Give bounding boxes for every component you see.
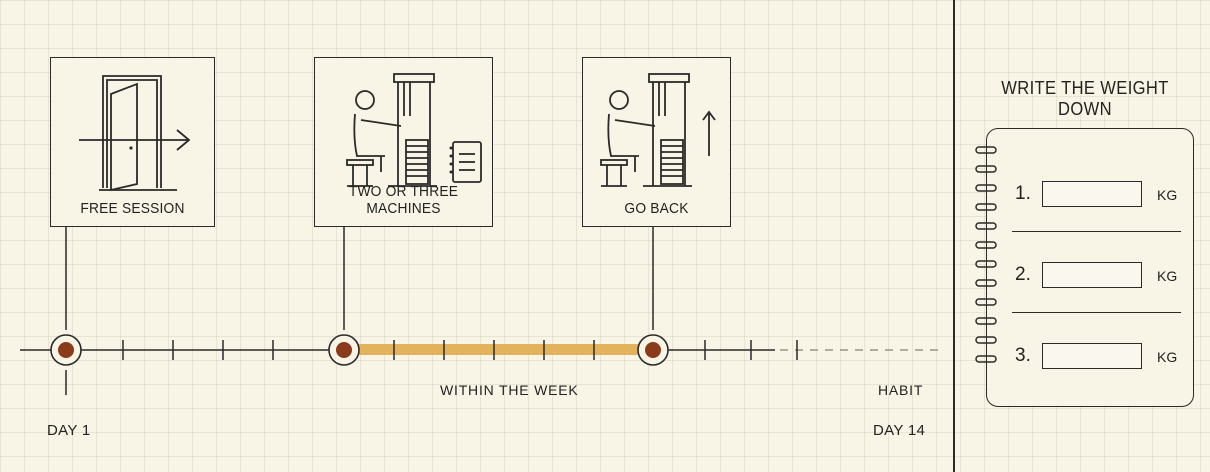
entry-divider	[1012, 312, 1181, 314]
weight-entry-field-2[interactable]	[1042, 262, 1142, 288]
step-card-free-session: FREE SESSION	[50, 57, 215, 227]
step-card-two-or-three-machines: TWO OR THREE MACHINES	[314, 57, 493, 227]
marker-step-3	[637, 334, 669, 366]
gym-machine-weight-up-icon	[600, 73, 716, 187]
week-highlight-bar	[344, 344, 653, 355]
timeline	[20, 227, 945, 395]
entry-unit: KG	[1157, 349, 1178, 365]
door-enter-icon	[79, 75, 191, 192]
marker-day-1	[50, 334, 82, 366]
timeline-ticks	[122, 340, 798, 360]
step-card-go-back: GO BACK	[582, 57, 731, 227]
step-label: FREE SESSION	[80, 200, 185, 217]
week-segment-label: WITHIN THE WEEK	[440, 382, 579, 398]
marker-step-2	[328, 334, 360, 366]
entry-number: 2.	[1015, 264, 1031, 285]
entry-unit: KG	[1157, 187, 1178, 203]
weight-entry-field-3[interactable]	[1042, 343, 1142, 369]
notebook-title: WRITE THE WEIGHT DOWN	[1001, 78, 1169, 119]
entry-number: 1.	[1015, 183, 1031, 204]
step-label: TWO OR THREE MACHINES	[348, 183, 459, 217]
timeline-end-label: DAY 14	[873, 422, 926, 439]
notebook-spiral-binding	[975, 146, 997, 363]
entry-number: 3.	[1015, 345, 1031, 366]
entry-divider	[1012, 231, 1181, 233]
weight-entry-field-1[interactable]	[1042, 181, 1142, 207]
timeline-start-label: DAY 1	[47, 422, 91, 439]
step-label: GO BACK	[624, 200, 689, 217]
habit-label: HABIT	[878, 382, 924, 398]
entry-unit: KG	[1157, 268, 1178, 284]
gym-machine-with-notebook-icon	[346, 73, 482, 187]
panel-divider	[953, 0, 955, 472]
